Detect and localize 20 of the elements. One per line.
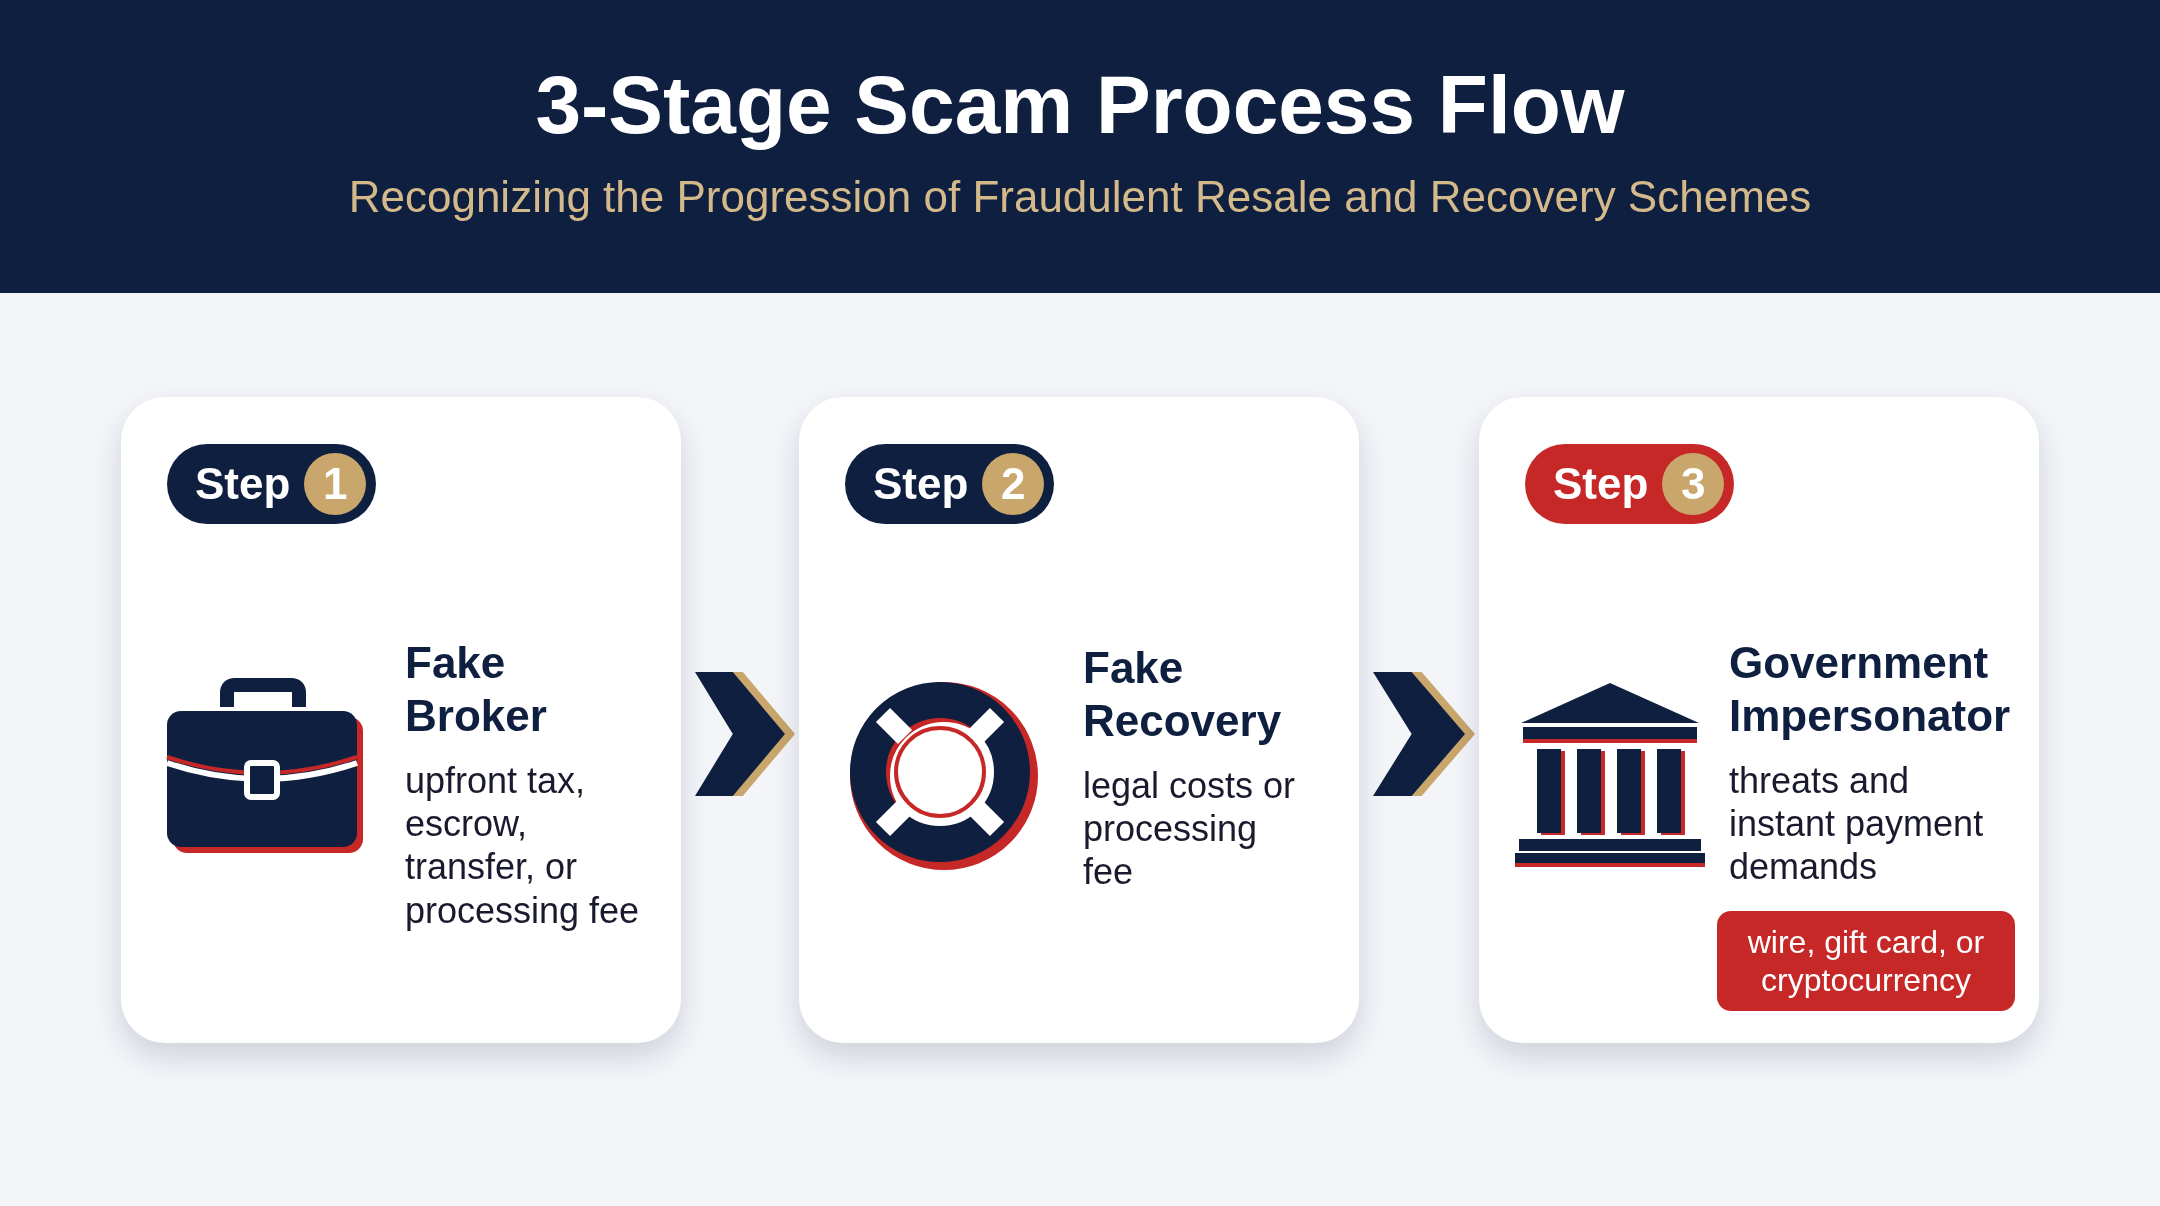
step-number: 2 bbox=[982, 453, 1045, 515]
title: 3-Stage Scam Process Flow bbox=[535, 58, 1625, 152]
step-heading: Fake Broker bbox=[405, 637, 548, 742]
step-description: legal costs or processing fee bbox=[1083, 764, 1297, 894]
step-card bbox=[799, 397, 1359, 1043]
step-description: threats and instant payment demands bbox=[1729, 759, 1985, 889]
step-heading: Government Impersonator bbox=[1729, 637, 2012, 742]
payment-method-tag: wire, gift card, or cryptocurrency bbox=[1717, 911, 2015, 1011]
step-card bbox=[121, 397, 681, 1043]
step-label: Step bbox=[195, 459, 291, 509]
step-label: Step bbox=[1553, 459, 1649, 509]
step-card bbox=[1479, 397, 2039, 1043]
step-description: upfront tax, escrow, transfer, or processing fee bbox=[405, 759, 641, 932]
step-label: Step bbox=[873, 459, 969, 509]
chevron-arrow bbox=[1373, 672, 1475, 796]
chevron-arrow bbox=[695, 672, 795, 796]
step-heading: Fake Recovery bbox=[1083, 642, 1283, 747]
step-number: 1 bbox=[304, 453, 367, 515]
step-number: 3 bbox=[1662, 453, 1725, 515]
subtitle: Recognizing the Progression of Fraudulent Resale and Recovery Schemes bbox=[348, 172, 1812, 222]
